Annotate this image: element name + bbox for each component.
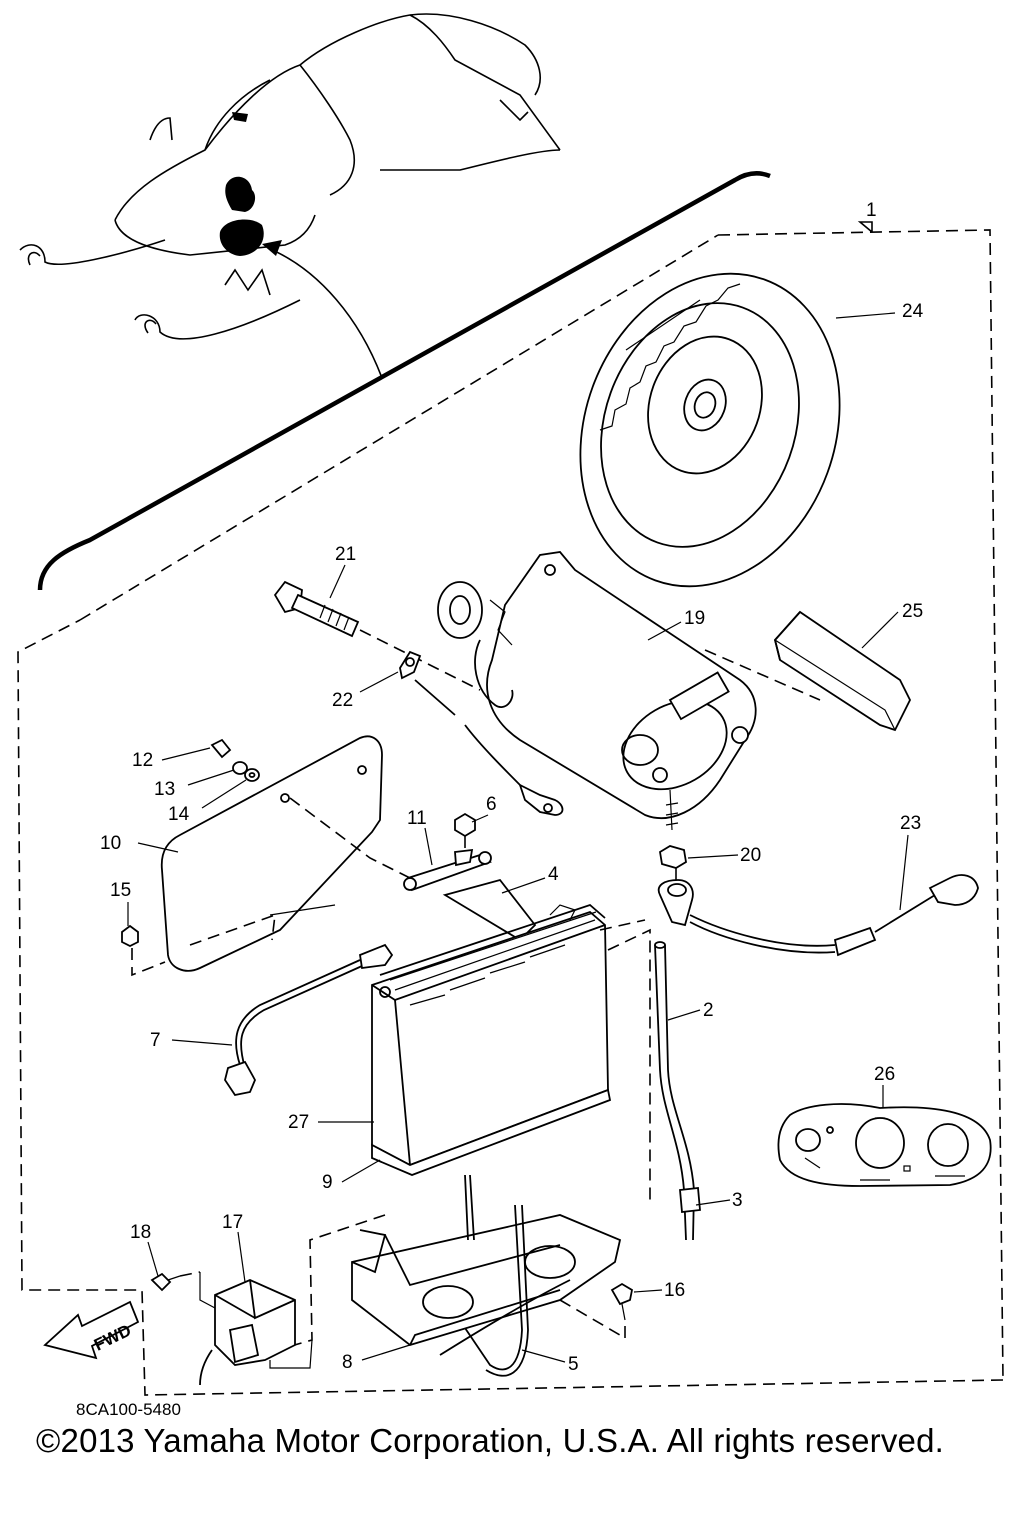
starter-relay: [199, 1272, 313, 1386]
copyright-notice: ©2013 Yamaha Motor Corporation, U.S.A. A…: [36, 1422, 944, 1459]
breather-hose: [654, 941, 701, 1241]
callout-6: 6: [486, 794, 497, 815]
leader-lines: [127, 312, 909, 1363]
callout-21: 21: [335, 544, 356, 565]
battery-cable: [224, 943, 394, 1097]
relay-bolt: [150, 1271, 201, 1292]
callout-9: 9: [322, 1172, 333, 1193]
callout-17: 17: [222, 1212, 243, 1233]
callout-20: 20: [740, 845, 761, 866]
cover-nut: [121, 924, 166, 977]
snowmobile-illustration: [19, 13, 771, 591]
callout-12: 12: [132, 750, 153, 771]
callout-5: 5: [568, 1354, 579, 1375]
callout-18: 18: [130, 1222, 151, 1243]
starter-bolt: [273, 580, 481, 691]
callout-25: 25: [902, 601, 923, 622]
battery-bracket: [439, 1174, 571, 1377]
callout-22: 22: [332, 690, 353, 711]
battery-box: [269, 1214, 622, 1353]
callout-11: 11: [407, 808, 427, 829]
starter-motor: [437, 551, 757, 831]
flywheel-ring-gear: [579, 272, 841, 588]
callout-labels: 1 2 3 4 5 6 7 8 9 10 11 12 13 14 15 16 1…: [100, 200, 924, 1375]
cover-screw: [210, 738, 260, 782]
starter-lead-wire: [399, 650, 564, 816]
clamp-nut: [454, 812, 476, 855]
callout-15: 15: [110, 880, 131, 901]
callout-16: 16: [664, 1280, 685, 1301]
callout-26: 26: [874, 1064, 895, 1085]
callout-3: 3: [732, 1190, 743, 1211]
callout-4: 4: [548, 864, 559, 885]
forward-arrow-icon: FWD: [43, 1300, 140, 1360]
starter-cable: [657, 874, 979, 957]
callout-14: 14: [168, 804, 190, 825]
callout-2: 2: [703, 1000, 714, 1021]
callout-19: 19: [684, 608, 705, 629]
box-bolt: [559, 1282, 634, 1339]
callout-10: 10: [100, 833, 121, 854]
assembly-boundary: [17, 221, 1004, 1396]
callout-13: 13: [154, 779, 175, 800]
callout-23: 23: [900, 813, 921, 834]
battery-clamp: [403, 848, 492, 892]
diagram-code: 8CA100-5480: [76, 1400, 181, 1419]
callout-24: 24: [902, 301, 924, 322]
terminal-nut: [659, 845, 687, 880]
panel-plate: [777, 1103, 992, 1187]
callout-8: 8: [342, 1352, 353, 1373]
battery-cover: [160, 735, 411, 972]
callout-27: 27: [288, 1112, 309, 1133]
battery: [371, 903, 651, 1200]
callout-7: 7: [150, 1030, 161, 1051]
callout-1: 1: [866, 200, 877, 221]
starter-cover: [704, 610, 912, 732]
